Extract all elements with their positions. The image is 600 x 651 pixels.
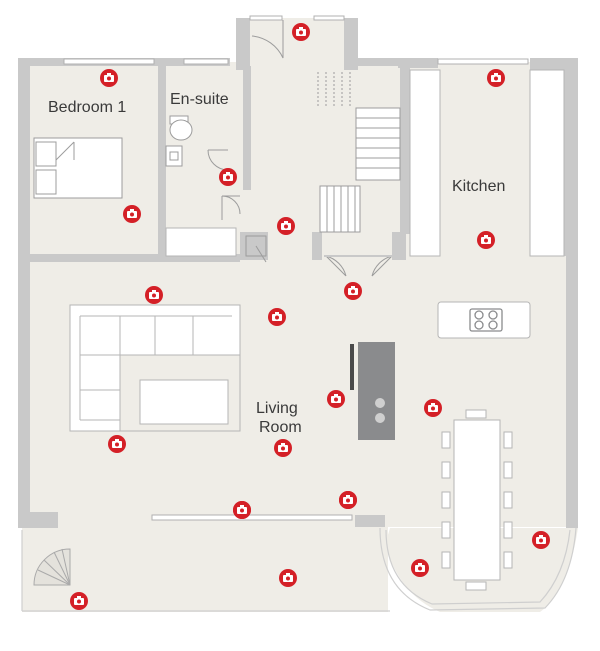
room-label-living-line2: Room xyxy=(259,419,302,436)
camera-icon[interactable] xyxy=(108,435,126,453)
camera-icon[interactable] xyxy=(70,592,88,610)
camera-icon[interactable] xyxy=(100,69,118,87)
room-label-ensuite: En-suite xyxy=(170,91,229,108)
dining-set xyxy=(441,409,513,591)
door-swings xyxy=(221,20,394,277)
camera-icon[interactable] xyxy=(411,559,429,577)
kitchen-units xyxy=(409,69,565,339)
camera-icon[interactable] xyxy=(145,286,163,304)
room-label-kitchen: Kitchen xyxy=(452,178,505,195)
camera-icon[interactable] xyxy=(424,399,442,417)
camera-icon[interactable] xyxy=(344,282,362,300)
ensuite-fixtures xyxy=(165,115,229,171)
camera-icon[interactable] xyxy=(279,569,297,587)
bed xyxy=(33,137,123,199)
camera-icon[interactable] xyxy=(487,69,505,87)
hob-icon xyxy=(469,308,503,332)
camera-icon[interactable] xyxy=(339,491,357,509)
camera-icon[interactable] xyxy=(292,23,310,41)
camera-icon[interactable] xyxy=(277,217,295,235)
room-label-living-line1: Living xyxy=(256,400,298,417)
camera-icon[interactable] xyxy=(123,205,141,223)
camera-markers xyxy=(70,23,550,610)
spiral-stair xyxy=(33,548,71,586)
balcony-railing xyxy=(21,527,577,612)
camera-icon[interactable] xyxy=(274,439,292,457)
room-label-bedroom: Bedroom 1 xyxy=(48,99,126,116)
camera-icon[interactable] xyxy=(532,531,550,549)
camera-icon[interactable] xyxy=(219,168,237,186)
camera-icon[interactable] xyxy=(327,390,345,408)
camera-icon[interactable] xyxy=(233,501,251,519)
kitchen-island xyxy=(350,342,395,440)
staircase xyxy=(317,72,401,233)
windows xyxy=(63,15,529,521)
coffee-table xyxy=(139,379,229,425)
sofa xyxy=(69,304,241,432)
camera-icon[interactable] xyxy=(268,308,286,326)
wardrobe xyxy=(165,227,237,257)
camera-icon[interactable] xyxy=(477,231,495,249)
